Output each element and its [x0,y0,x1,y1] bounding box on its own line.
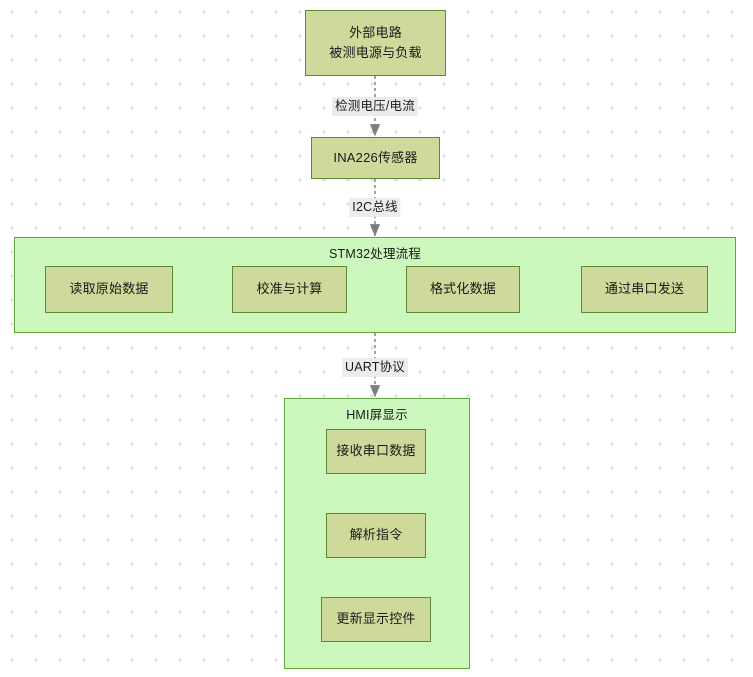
node-format-data-label: 格式化数据 [429,281,496,297]
node-ina226-sensor-label: INA226传感器 [333,149,418,165]
node-receive-serial-data-label: 接收串口数据 [336,443,416,459]
node-calibrate-and-compute[interactable]: 校准与计算 [232,266,347,313]
node-parse-command[interactable]: 解析指令 [326,513,426,558]
node-send-via-serial[interactable]: 通过串口发送 [581,266,708,313]
node-update-display-widget-label: 更新显示控件 [336,611,416,627]
node-external-circuit-line1: 外部电路 [349,24,402,40]
node-read-raw-data-label: 读取原始数据 [69,281,149,297]
node-read-raw-data[interactable]: 读取原始数据 [45,266,173,313]
node-format-data[interactable]: 格式化数据 [406,266,520,313]
edge-label-detect-voltage-current: 检测电压/电流 [332,97,418,116]
edge-label-i2c-bus: I2C总线 [349,198,401,217]
subgraph-hmi-title: HMI屏显示 [346,408,408,422]
node-ina226-sensor[interactable]: INA226传感器 [311,137,440,179]
node-receive-serial-data[interactable]: 接收串口数据 [326,429,426,474]
subgraph-stm32-title: STM32处理流程 [328,247,422,261]
edge-label-uart-protocol: UART协议 [341,358,409,377]
node-external-circuit-line2: 被测电源与负载 [329,45,422,60]
node-external-circuit[interactable]: 外部电路 被测电源与负载 [305,10,446,76]
node-calibrate-and-compute-label: 校准与计算 [256,281,323,297]
node-send-via-serial-label: 通过串口发送 [604,281,685,297]
node-update-display-widget[interactable]: 更新显示控件 [321,597,431,642]
node-parse-command-label: 解析指令 [349,527,403,543]
